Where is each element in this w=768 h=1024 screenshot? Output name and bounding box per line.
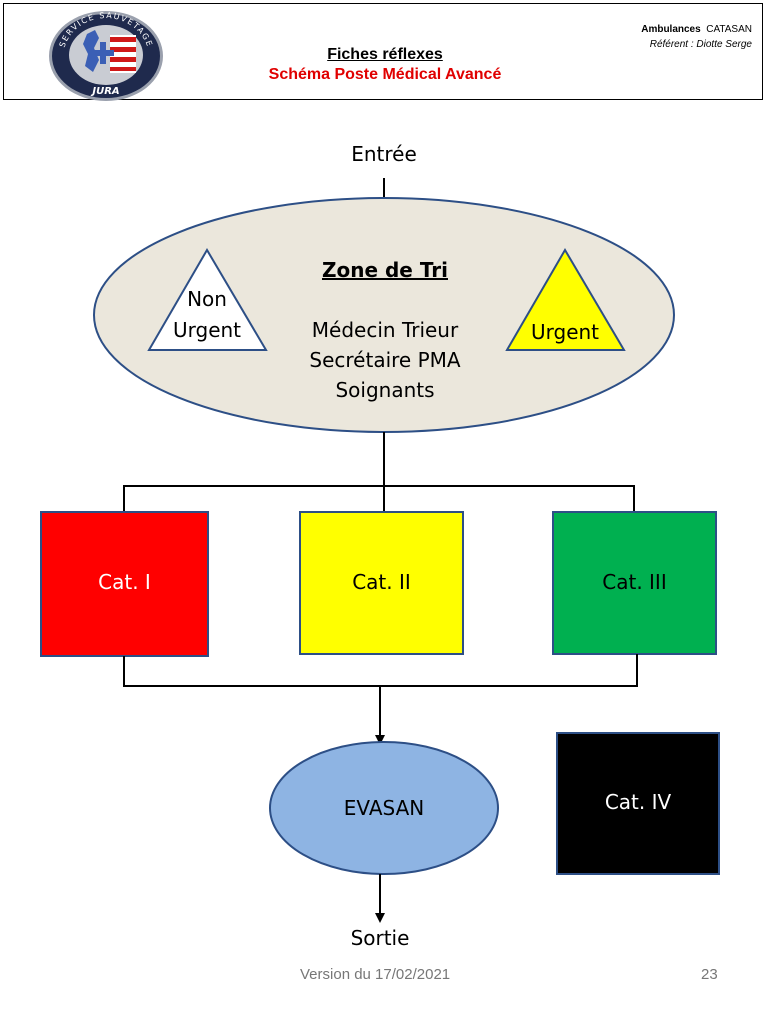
page-number: 23 bbox=[701, 966, 718, 983]
exit-label: Sortie bbox=[350, 926, 410, 950]
zone-staff-carers: Soignants bbox=[335, 378, 435, 402]
zone-title: Zone de Tri bbox=[321, 258, 448, 282]
page-subtitle: Schéma Poste Médical Avancé bbox=[268, 66, 502, 83]
urgent-triangle bbox=[505, 248, 626, 351]
organization: Ambulances CATASAN bbox=[641, 24, 752, 35]
referent: Référent : Diotte Serge bbox=[649, 39, 752, 50]
jura-logo: SERVICE SAUVETAGE JURA bbox=[49, 11, 163, 101]
branch-connector bbox=[123, 485, 635, 512]
urgent-label: Urgent bbox=[530, 320, 600, 344]
merge-connector bbox=[123, 654, 638, 687]
zone-staff-secretary: Secrétaire PMA bbox=[309, 348, 461, 372]
non-urgent-label-line2: Urgent bbox=[172, 318, 242, 342]
entry-label: Entrée bbox=[351, 142, 417, 166]
non-urgent-label-line1: Non bbox=[187, 287, 227, 311]
evasan-label: EVASAN bbox=[343, 796, 425, 820]
logo-text-bottom: JURA bbox=[90, 86, 119, 97]
cat4-box bbox=[556, 732, 720, 875]
cat2-label: Cat. II bbox=[352, 570, 411, 594]
page-title: Fiches réflexes bbox=[327, 46, 443, 63]
non-urgent-triangle bbox=[147, 248, 268, 351]
evasan-ellipse bbox=[269, 741, 499, 875]
cat2-box bbox=[299, 511, 464, 655]
cat4-label: Cat. IV bbox=[604, 790, 672, 814]
cat3-box bbox=[552, 511, 717, 655]
cat1-label: Cat. I bbox=[98, 570, 151, 594]
zone-staff-doctor: Médecin Trieur bbox=[311, 318, 459, 342]
footer-version: Version du 17/02/2021 bbox=[300, 966, 451, 983]
cat3-label: Cat. III bbox=[602, 570, 667, 594]
